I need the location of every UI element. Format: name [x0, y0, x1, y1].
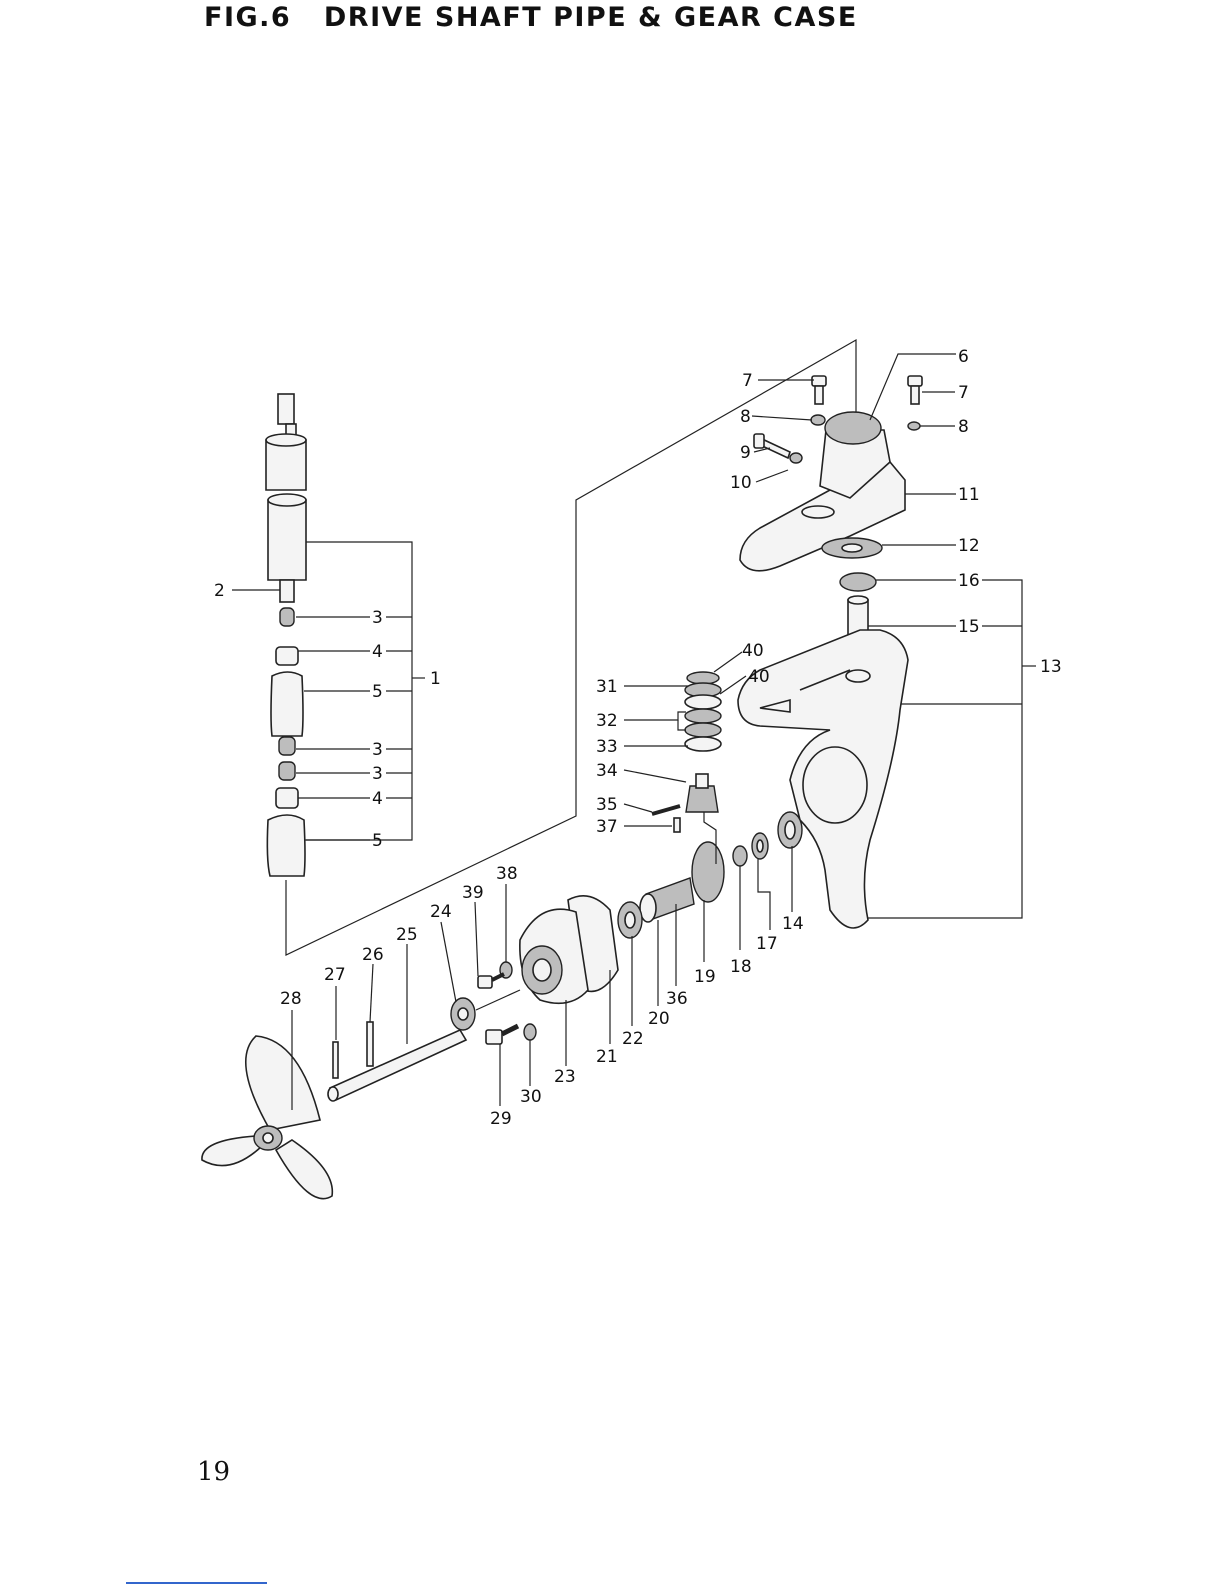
callout-36: 36 [666, 989, 688, 1009]
callout-5: 5 [372, 682, 383, 702]
callout-4: 4 [372, 642, 383, 662]
callout-30: 30 [520, 1087, 542, 1107]
callout-20: 20 [648, 1009, 670, 1029]
callout-23: 23 [554, 1067, 576, 1087]
callout-17: 17 [756, 934, 778, 954]
callout-9: 9 [740, 443, 751, 463]
callout-21: 21 [596, 1047, 618, 1067]
callout-18: 18 [730, 957, 752, 977]
callout-37: 37 [596, 817, 618, 837]
callout-35: 35 [596, 795, 618, 815]
callout-10: 10 [730, 473, 752, 493]
callout-39: 39 [462, 883, 484, 903]
callout-31: 31 [596, 677, 618, 697]
drive-shaft-assembly [266, 394, 306, 876]
callout-3: 3 [372, 608, 383, 628]
upper-housing [740, 376, 922, 644]
page-number: 19 [197, 1457, 230, 1487]
callout-26: 26 [362, 945, 384, 965]
callout-16: 16 [958, 571, 980, 591]
callout-12: 12 [958, 536, 980, 556]
callout-24: 24 [430, 902, 452, 922]
callout-38: 38 [496, 864, 518, 884]
callout-40: 40 [748, 667, 770, 687]
callout-8: 8 [740, 407, 751, 427]
callout-3: 3 [372, 764, 383, 784]
callout-15: 15 [958, 617, 980, 637]
callout-8: 8 [958, 417, 969, 437]
callout-28: 28 [280, 989, 302, 1009]
callout-7: 7 [958, 383, 969, 403]
callout-25: 25 [396, 925, 418, 945]
callout-13: 13 [1040, 657, 1062, 677]
callout-19: 19 [694, 967, 716, 987]
gear-train [451, 672, 802, 1044]
callout-7: 7 [742, 371, 753, 391]
callout-29: 29 [490, 1109, 512, 1129]
callout-33: 33 [596, 737, 618, 757]
callout-3: 3 [372, 740, 383, 760]
propeller-assembly [202, 1022, 466, 1199]
callout-14: 14 [782, 914, 804, 934]
callout-4: 4 [372, 789, 383, 809]
callout-5: 5 [372, 831, 383, 851]
callout-40: 40 [742, 641, 764, 661]
callout-32: 32 [596, 711, 618, 731]
callout-2: 2 [214, 581, 225, 601]
callout-1: 1 [430, 669, 441, 689]
callout-6: 6 [958, 347, 969, 367]
callout-11: 11 [958, 485, 980, 505]
callout-22: 22 [622, 1029, 644, 1049]
callout-34: 34 [596, 761, 618, 781]
callout-27: 27 [324, 965, 346, 985]
